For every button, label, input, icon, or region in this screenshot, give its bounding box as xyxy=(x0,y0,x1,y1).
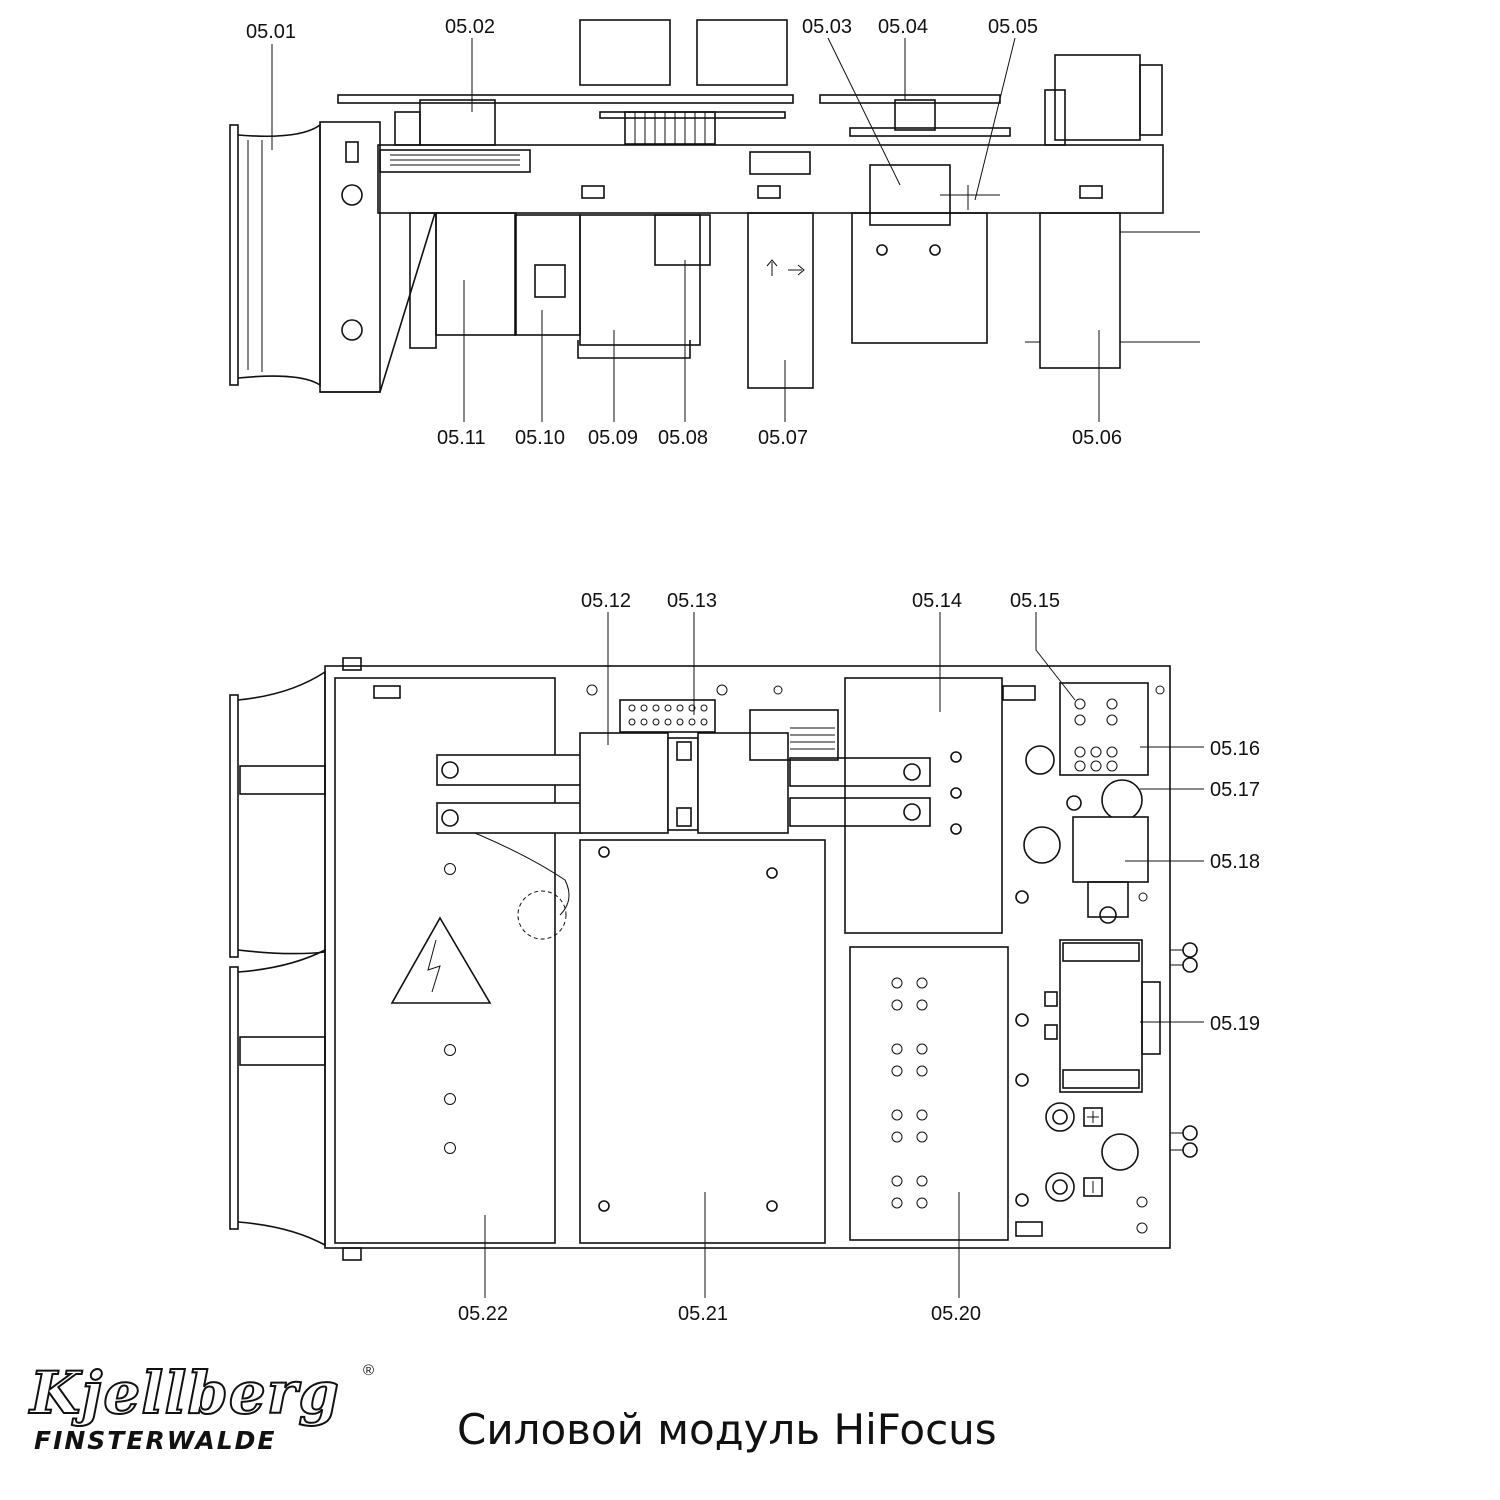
label-05-19: 05.19 xyxy=(1210,1013,1260,1035)
label-05-14: 05.14 xyxy=(912,590,962,612)
label-05-07: 05.07 xyxy=(758,427,808,449)
label-05-01: 05.01 xyxy=(246,21,296,43)
label-05-12: 05.12 xyxy=(581,590,631,612)
label-05-13: 05.13 xyxy=(667,590,717,612)
label-05-09: 05.09 xyxy=(588,427,638,449)
label-05-18: 05.18 xyxy=(1210,851,1260,873)
label-05-11: 05.11 xyxy=(437,427,486,449)
page-title: Силовой модуль HiFocus xyxy=(457,1405,997,1454)
label-05-16: 05.16 xyxy=(1210,738,1260,760)
bottom-view-leaders xyxy=(484,612,1204,1298)
label-05-20: 05.20 xyxy=(931,1303,981,1325)
label-05-22: 05.22 xyxy=(458,1303,508,1325)
label-05-05: 05.05 xyxy=(988,16,1038,38)
label-05-15: 05.15 xyxy=(1010,590,1060,612)
registered-mark: ® xyxy=(363,1362,375,1379)
top-view-leaders xyxy=(271,37,1100,422)
label-05-04: 05.04 xyxy=(878,16,928,38)
label-05-10: 05.10 xyxy=(515,427,565,449)
label-05-03: 05.03 xyxy=(802,16,852,38)
label-05-21: 05.21 xyxy=(678,1303,728,1325)
bottom-view-assembly xyxy=(229,657,1198,1261)
top-view-assembly xyxy=(229,19,1200,393)
label-05-06: 05.06 xyxy=(1072,427,1122,449)
kjellberg-logo: Kjellberg ® FINSTERWALDE xyxy=(29,1359,390,1462)
logo-wordmark: Kjellberg xyxy=(29,1359,340,1427)
label-05-02: 05.02 xyxy=(445,16,495,38)
label-05-08: 05.08 xyxy=(658,427,708,449)
label-05-17: 05.17 xyxy=(1210,779,1260,801)
logo-subtitle: FINSTERWALDE xyxy=(34,1426,277,1455)
